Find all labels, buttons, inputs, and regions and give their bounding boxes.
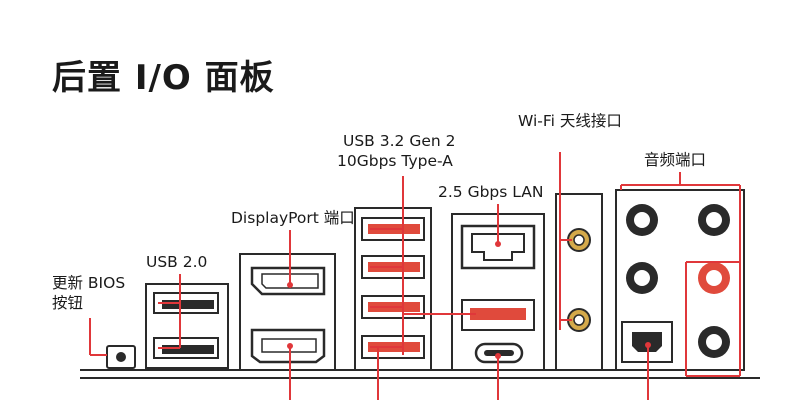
bios-button-label-line1: 更新 BIOS [52, 274, 126, 292]
lan-label: 2.5 Gbps LAN [438, 183, 544, 201]
displayport-connector [250, 266, 326, 296]
page-title: 后置 I/O 面板 [52, 58, 275, 98]
panel-baseline [80, 369, 760, 379]
usb20-ports [145, 283, 229, 369]
wifi-antenna-connectors [555, 193, 603, 371]
usb32-ports [354, 207, 432, 371]
video-ports [239, 253, 336, 371]
usb32-label-line1: USB 3.2 Gen 2 [343, 132, 456, 150]
displayport-label: DisplayPort 端口 [231, 209, 355, 227]
usb32-label-line2: 10Gbps Type-A [337, 152, 453, 170]
bios-button-label-line2: 按钮 [52, 294, 84, 312]
wifi-antenna-label: Wi-Fi 天线接口 [518, 112, 622, 130]
callout-lines [89, 152, 741, 400]
audio-block [615, 189, 745, 371]
bios-button [106, 345, 136, 369]
usb20-label: USB 2.0 [146, 253, 208, 271]
callout-dots [287, 241, 651, 359]
audio-ports-label: 音频端口 [644, 151, 707, 169]
